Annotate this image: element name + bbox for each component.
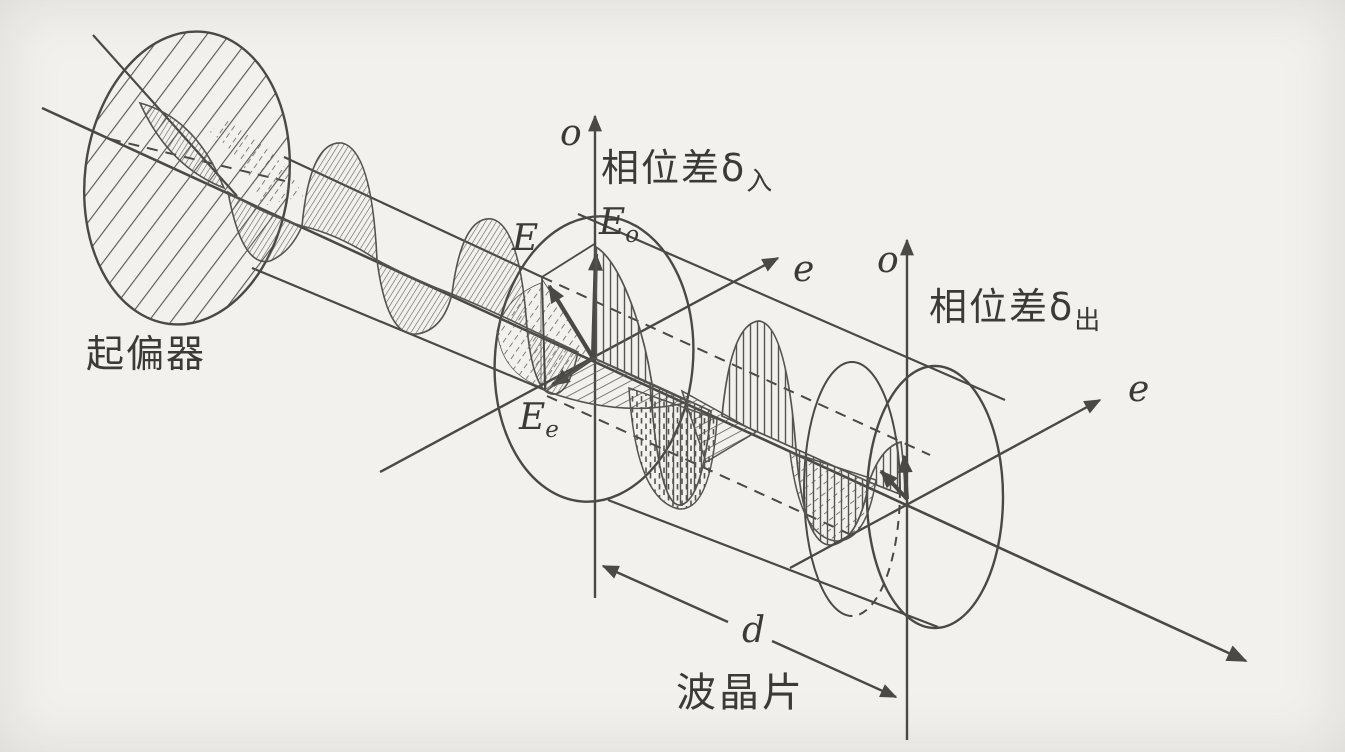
waveplate-label: 波晶片 [676,670,805,716]
label-Eo-subscript: o [625,222,639,248]
entry-vector-decomposition: E Eo Ee [496,202,639,443]
incident-wave-lobe [451,218,528,330]
polarizer: 起偏器 [82,30,292,376]
incident-wave-lobe [138,101,226,190]
exit-vector-e [879,469,909,501]
phase-out-subscript: 出 [1074,306,1102,336]
incident-wave-lobe [226,190,304,263]
o-wave-trough-lobe [649,381,712,506]
o-wave [595,245,908,546]
phase-in-subscript: 入 [746,167,774,197]
label-E: E [511,218,538,259]
e-axis-exit-label: e [1128,369,1149,410]
label-Eo-base: E [598,202,625,243]
incident-wave-hidden-patch [210,118,304,206]
e-axis-exit-arrow [789,398,1102,570]
dimension-arrow-right [771,639,898,699]
thickness-dimension: d 波晶片 [601,564,898,716]
dimension-arrow-left [601,564,729,624]
phase-in-text: 相位差δ [601,146,746,190]
incident-wave-lobe [301,142,378,262]
o-wave-entry-lobe [595,245,654,386]
beam-bottom-edge [251,266,546,392]
exit-wavefront-ellipse-hidden [851,488,901,617]
label-Ee-subscript: e [545,417,559,443]
label-Ee-base: E [518,397,545,438]
thickness-label: d [742,610,765,651]
exit-axes: o e 相位差δ出 [789,238,1149,740]
o-axis-entry-label: o [560,113,582,154]
waveplate-top-edge [577,212,1006,402]
phase-in-label: 相位差δ入 [601,146,774,197]
o-axis-exit-label: o [877,240,899,281]
exit-wavefront-ellipse [803,361,901,617]
incident-wave-lobe [376,258,453,335]
polarizer-label: 起偏器 [86,332,206,376]
vector-E [547,284,595,360]
waveplate-entry-face [493,215,695,503]
decomposition-shading [496,282,542,388]
phase-out-label: 相位差δ出 [929,285,1102,336]
phase-out-text: 相位差δ [929,285,1074,329]
o-wave-peak-lobe [721,320,797,451]
waveplate-bottom-edge [607,498,939,629]
label-Ee: Ee [518,397,559,443]
label-Eo: Eo [598,202,639,248]
e-axis-entry-label: e [793,249,814,290]
vector-parallelogram [541,242,597,391]
